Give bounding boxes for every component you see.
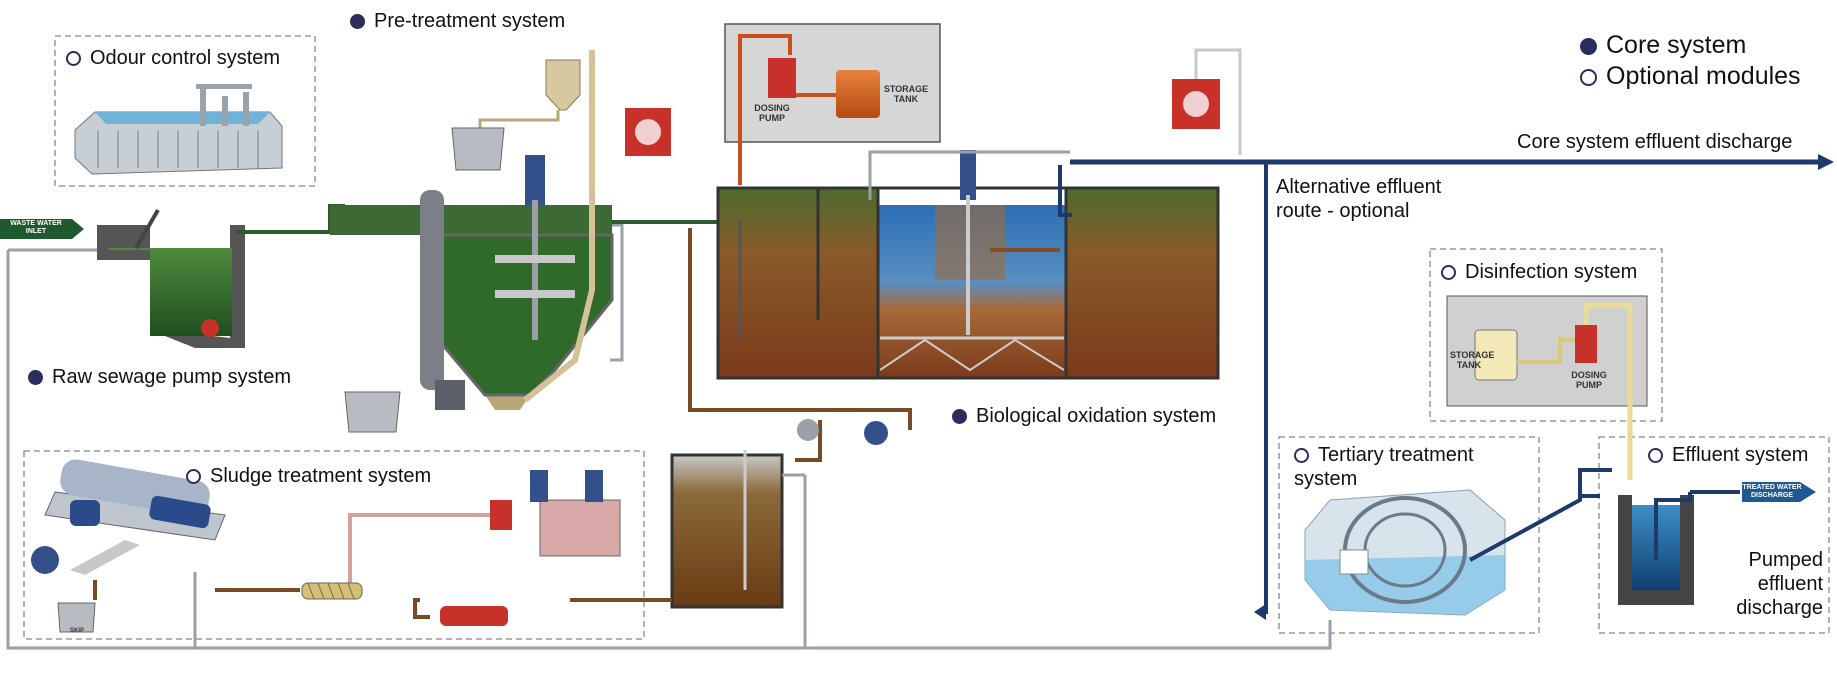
- caption-waste-water-inlet: WASTE WATER INLET: [10, 220, 62, 235]
- label-sludge-treatment: Sludge treatment system: [186, 464, 431, 488]
- alternative-effluent-arrowhead: [1254, 604, 1266, 620]
- core-system-marker: [1580, 38, 1597, 55]
- polymer-preparation-unit: [490, 470, 621, 557]
- tertiary-treatment-frame: [1278, 436, 1540, 634]
- core-marker: [28, 370, 43, 385]
- label-biological-oxidation: Biological oxidation system: [952, 404, 1216, 428]
- label-disinfection: Disinfection system: [1441, 260, 1637, 284]
- screw-conveyor-icon: [301, 582, 363, 600]
- label-odour-control: Odour control system: [66, 46, 280, 70]
- disinfection-frame: [1429, 248, 1663, 422]
- legend-optional: Optional modules: [1580, 61, 1801, 91]
- caption-dosing-pump-disinfection: DOSING PUMP: [1571, 370, 1607, 390]
- optional-marker: [66, 51, 81, 66]
- chemical-dosing-panel: [724, 23, 941, 185]
- sludge-valve-icon: [797, 419, 819, 441]
- label-tertiary-treatment: Tertiary treatment system: [1294, 444, 1474, 490]
- sludge-pump-icon: [864, 421, 888, 445]
- effluent-frame: [1598, 436, 1830, 634]
- optional-marker: [1648, 448, 1663, 463]
- optional-marker: [1294, 448, 1309, 463]
- label-raw-sewage-pump: Raw sewage pump system: [28, 365, 291, 389]
- caption-treated-water-discharge: TREATED WATER DISCHARGE: [1742, 484, 1802, 499]
- treated-water-discharge-arrow: [1742, 482, 1816, 502]
- caption-storage-tank-top: STORAGE TANK: [883, 84, 929, 104]
- core-effluent-arrowhead: [1818, 154, 1834, 170]
- skip-container-icon: [57, 602, 96, 633]
- waste-water-inlet-arrow: [0, 219, 84, 239]
- skip-container-icon: [451, 127, 505, 171]
- sludge-treatment-frame: [23, 450, 645, 640]
- label-pumped-effluent: Pumped effluent discharge: [1736, 549, 1823, 619]
- legend-core: Core system: [1580, 30, 1746, 60]
- core-marker: [952, 409, 967, 424]
- effluent-sump: [1618, 482, 1816, 605]
- optional-module-marker: [1580, 69, 1597, 86]
- label-core-effluent: Core system effluent discharge: [1517, 131, 1793, 153]
- drum-filter-icon: [1304, 489, 1506, 616]
- tertiary-to-effluent-line: [1469, 494, 1600, 562]
- label-pre-treatment: Pre-treatment system: [350, 9, 565, 33]
- submersible-pump-icon: [201, 319, 219, 337]
- core-marker: [350, 14, 365, 29]
- sludge-lines: [93, 228, 912, 619]
- screw-press-icon: [31, 459, 226, 575]
- biological-basin: [716, 150, 1220, 380]
- label-alternative-route: Alternative effluent route - optional: [1276, 176, 1442, 222]
- return-lines: [6, 223, 1332, 650]
- caption-storage-tank-disinfection: STORAGE TANK: [1450, 350, 1495, 370]
- odour-control-frame: [54, 35, 316, 187]
- sludge-holding-tank: [670, 450, 805, 609]
- caption-dosing-pump-top: DOSING PUMP: [754, 103, 790, 123]
- core-effluent-line: [868, 150, 1818, 217]
- odour-control-unit: [74, 84, 283, 175]
- disinfection-dosing-unit: [1446, 295, 1648, 480]
- dosing-pump-icon: [625, 108, 671, 156]
- optional-marker: [1441, 265, 1456, 280]
- polymer-dosing-line: [348, 513, 490, 590]
- caption-skip: SKIP: [69, 628, 84, 634]
- dosing-pump-icon: [1172, 79, 1220, 129]
- optional-marker: [186, 469, 201, 484]
- pre-treatment-unit: [330, 50, 614, 410]
- alternative-effluent-line: [1260, 162, 1268, 614]
- raw-sewage-sump: [97, 208, 245, 348]
- skip-container-icon: [344, 391, 401, 433]
- progressive-cavity-pump-icon: [440, 606, 508, 626]
- label-effluent: Effluent system: [1648, 443, 1808, 467]
